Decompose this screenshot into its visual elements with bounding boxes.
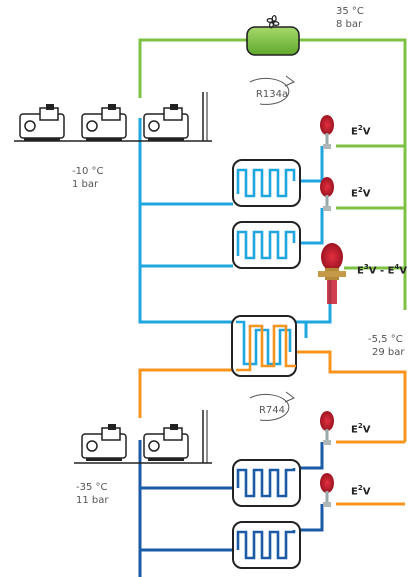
lower-suction-pressure: 11 bar — [76, 495, 109, 506]
valve-label-3: E3V - E4V — [357, 263, 408, 277]
upper-suction-temperature: -10 °C — [72, 166, 104, 177]
lower-suction-temperature: -35 °C — [76, 482, 108, 493]
valve-e2v-4 — [320, 473, 334, 507]
circulation-arrow-lower — [249, 391, 295, 421]
evaporator-lower-1 — [232, 459, 301, 507]
compressor-icon — [19, 104, 65, 141]
evaporator-upper-2 — [232, 221, 301, 269]
condenser — [246, 15, 300, 56]
compressor-icon — [143, 104, 189, 141]
evaporator-upper-1 — [232, 159, 301, 207]
upper-suction-pressure: 1 bar — [72, 179, 99, 190]
cascade-heat-exchanger — [231, 315, 297, 377]
compressor-rack-lower — [74, 410, 212, 464]
compressor-rack-upper — [14, 92, 212, 142]
valve-e2v-1 — [320, 115, 334, 149]
cascade-pressure: 29 bar — [372, 347, 405, 358]
refrigerant-label-upper: R134a — [256, 89, 288, 100]
compressor-icon — [81, 104, 127, 141]
valve-e3v-e4v — [318, 243, 346, 304]
valve-e2v-3 — [320, 411, 334, 445]
condenser-pressure: 8 bar — [336, 19, 363, 30]
green-condenser-lines — [138, 38, 407, 310]
compressor-icon — [143, 424, 189, 461]
orange-lines — [138, 350, 407, 506]
valve-label-5: E2V — [351, 484, 371, 498]
refrigerant-label-lower: R744 — [259, 405, 285, 416]
cascade-temperature: -5,5 °C — [368, 334, 403, 345]
circulation-arrow-upper — [249, 75, 295, 105]
valve-label-4: E2V — [351, 422, 371, 436]
valve-label-1: E2V — [351, 124, 371, 138]
valve-label-2: E2V — [351, 186, 371, 200]
light-blue-suction-lines — [138, 118, 332, 338]
fan-icon — [266, 15, 280, 29]
compressor-icon — [81, 424, 127, 461]
evaporator-lower-2 — [232, 521, 301, 569]
valve-e2v-2 — [320, 177, 334, 211]
condenser-temperature: 35 °C — [336, 6, 364, 17]
